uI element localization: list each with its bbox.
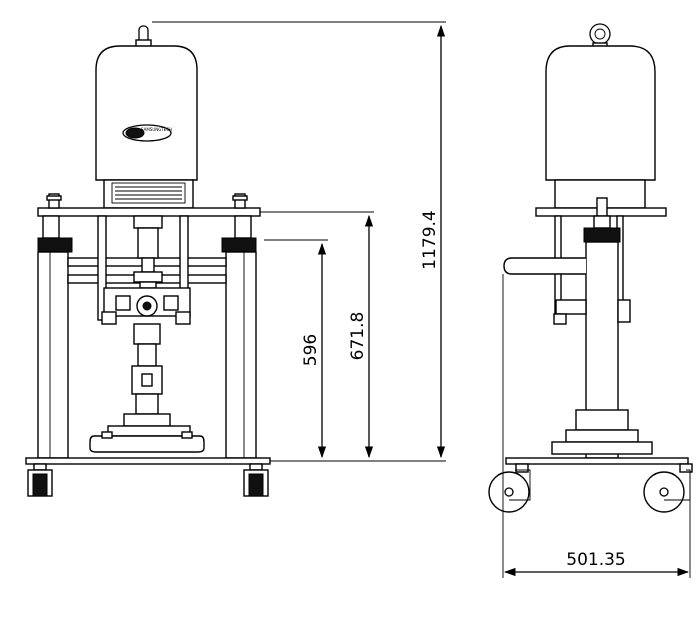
side-view: 501.35 <box>488 23 693 578</box>
dimension-label-671-8: 671.8 <box>348 312 368 361</box>
side-pump-foot <box>551 409 653 455</box>
dimension-label-501-35: 501.35 <box>566 550 625 570</box>
side-fittings <box>553 299 631 325</box>
lifting-eye-side <box>589 23 611 50</box>
caster-right-front <box>243 463 269 497</box>
top-plate-front <box>37 207 261 217</box>
dimension-label-596: 596 <box>301 334 321 366</box>
pump-manifold <box>101 287 191 325</box>
top-bolts-front <box>46 193 248 209</box>
cylinder-left <box>37 215 73 459</box>
handle-side <box>503 257 586 275</box>
caster-left-front <box>27 463 53 497</box>
pump-foot <box>89 413 205 453</box>
caster-left-side <box>488 463 531 513</box>
cylinder-right <box>221 215 257 459</box>
motor-cover-side <box>545 45 656 181</box>
caster-right-side <box>643 463 693 513</box>
dimension-596: 596 <box>301 242 327 459</box>
base-plate-side <box>505 457 689 465</box>
lifting-eye-front <box>135 25 152 49</box>
motor-cover-front: SAMSUNGTECH <box>95 45 198 181</box>
lower-stem <box>131 323 163 415</box>
center-shaft <box>133 215 163 289</box>
base-plate-front <box>25 457 271 465</box>
front-view: SAMSUNGTECH <box>25 21 446 497</box>
name-plate-front <box>103 179 194 209</box>
cover-brand-text: SAMSUNGTECH <box>141 127 172 132</box>
dimension-label-1179-4: 1179.4 <box>420 210 440 269</box>
dimension-671-8: 671.8 <box>348 214 374 459</box>
dimension-501-35: 501.35 <box>503 550 690 577</box>
dimension-1179-4: 1179.4 <box>420 24 446 459</box>
